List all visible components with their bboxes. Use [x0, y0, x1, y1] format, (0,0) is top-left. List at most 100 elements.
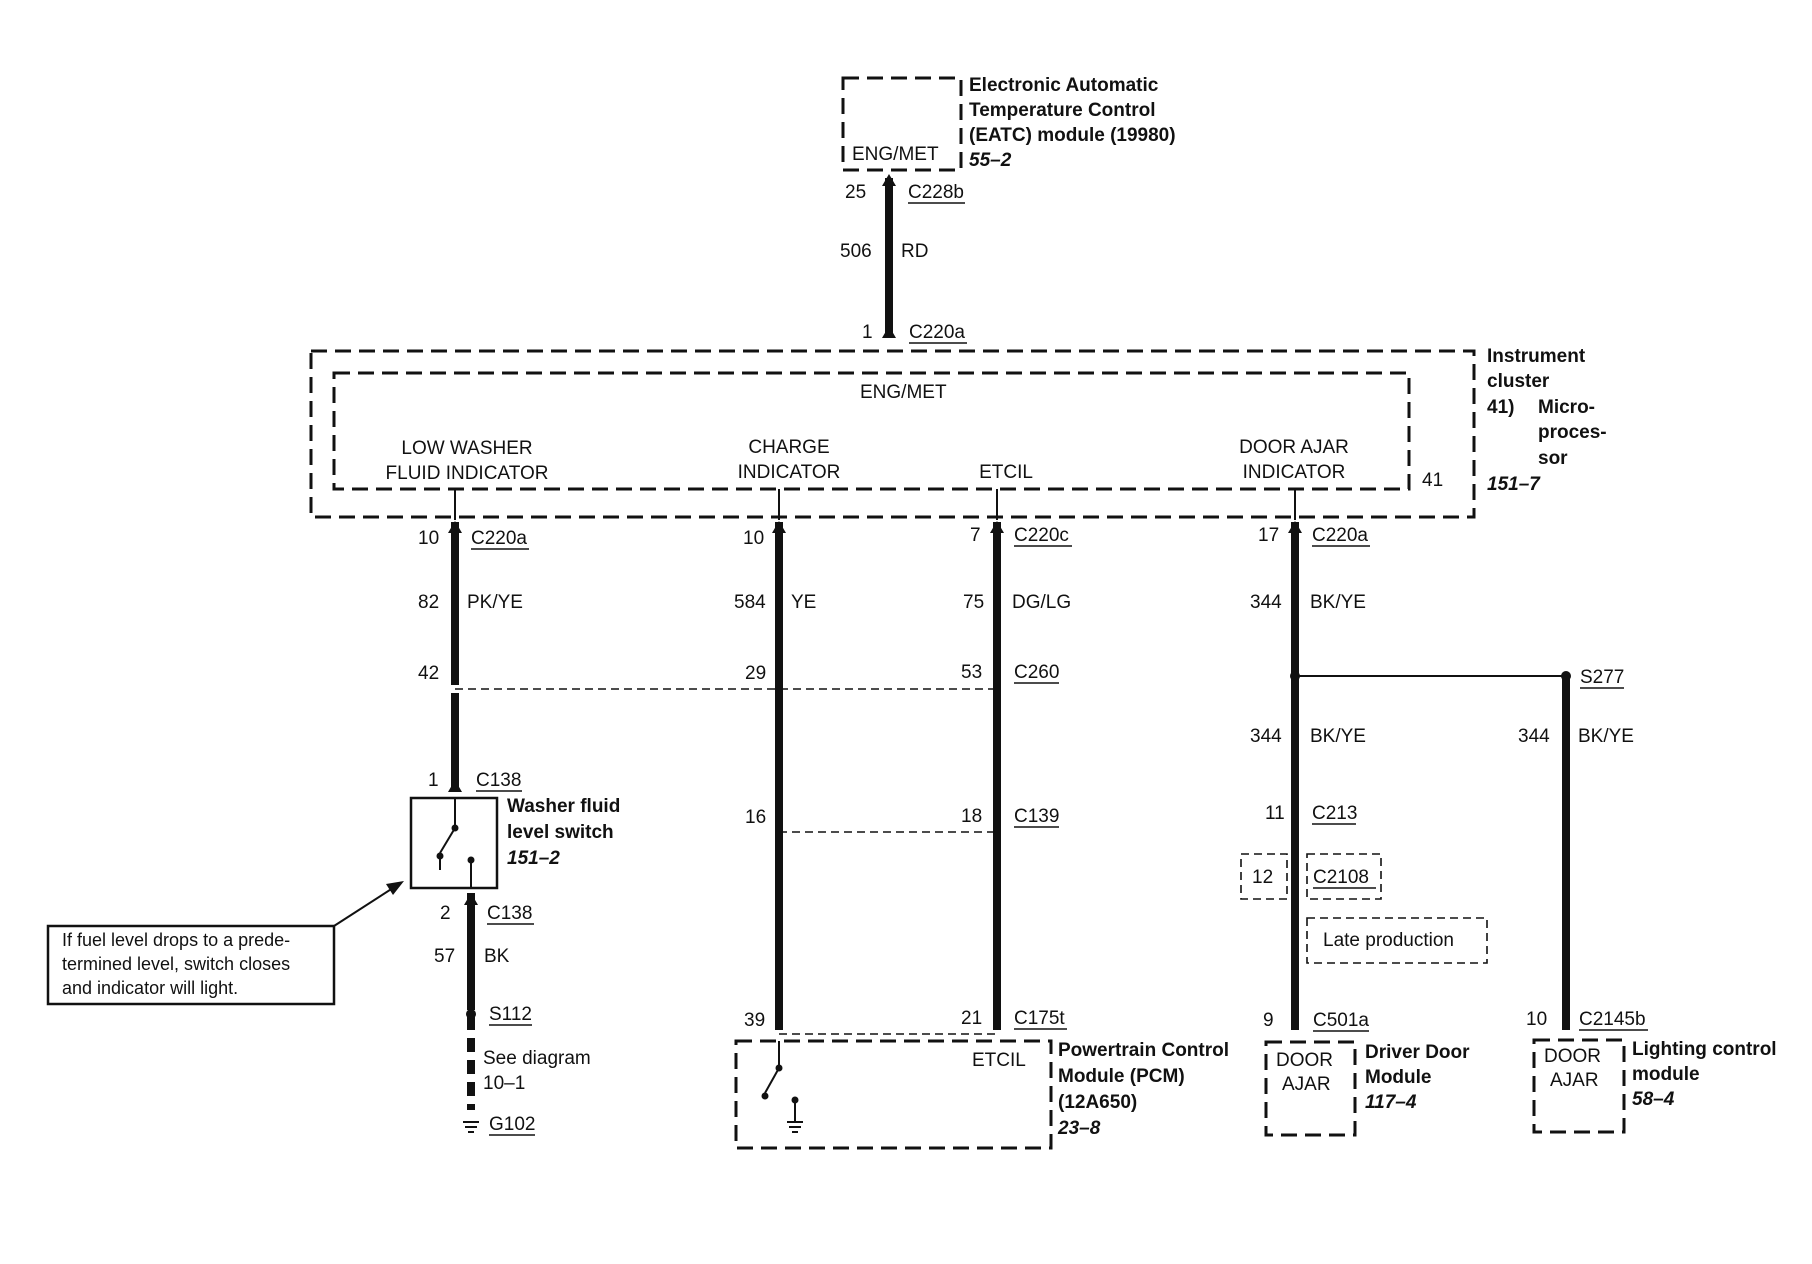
eatc-connector: C228b — [908, 182, 964, 203]
c2145b-pin: 10 — [1526, 1009, 1547, 1030]
switch-name-line1: Washer fluid — [507, 796, 620, 817]
pcm-inner-label: ETCIL — [972, 1050, 1026, 1071]
c260-label: C260 — [1014, 662, 1059, 683]
pcm-ground-icon — [787, 1121, 803, 1133]
driver-door-module: DOOR AJAR Driver Door Module 117–4 — [1264, 1040, 1470, 1137]
wire1-c260-pin: 42 — [418, 663, 439, 684]
note-line3: and indicator will light. — [62, 978, 238, 998]
ddm-name-line1: Driver Door — [1365, 1042, 1470, 1063]
charge-label-line2: INDICATOR — [738, 462, 841, 483]
ddm-inner-line1: DOOR — [1276, 1050, 1333, 1071]
instrument-cluster: ENG/MET Instrument cluster 41) Micro- pr… — [309, 346, 1607, 520]
c2108-connector: 12 C2108 — [1240, 853, 1382, 900]
late-production-label: Late production — [1323, 930, 1454, 951]
wire-82-pk-ye: 10 C220a 82 PK/YE 42 1 C138 — [418, 521, 529, 792]
cluster-name-line3: 41) — [1487, 397, 1514, 418]
ddm-page-ref: 117–4 — [1365, 1092, 1417, 1113]
pcm-module: ETCIL Powertrain Control Module (PCM) (1… — [734, 1039, 1229, 1150]
wire2-c139-pin: 16 — [745, 807, 766, 828]
ddm-inner-line2: AJAR — [1282, 1074, 1331, 1095]
wire3-circuit: 75 — [963, 592, 984, 613]
eatc-pin: 25 — [845, 182, 866, 203]
note-line1: If fuel level drops to a prede- — [62, 930, 290, 950]
eatc-name-line3: (EATC) module (19980) — [969, 125, 1176, 146]
washer-fluid-level-switch: Washer fluid level switch 151–2 — [409, 796, 620, 890]
switch-name-line2: level switch — [507, 822, 614, 843]
door-ajar-label-line1: DOOR AJAR — [1239, 437, 1349, 458]
eatc-name-line1: Electronic Automatic — [969, 75, 1159, 96]
wire4b-circuit: 344 — [1250, 726, 1282, 747]
eatc-inner-label: ENG/MET — [852, 144, 939, 165]
cluster-inner-label: ENG/MET — [860, 382, 947, 403]
switch-page-ref: 151–2 — [507, 848, 560, 869]
late-production-note: Late production — [1306, 917, 1488, 964]
cluster-name-line2: cluster — [1487, 371, 1550, 392]
eatc-wire-color: RD — [901, 241, 928, 262]
c2108-pin: 12 — [1252, 867, 1273, 888]
splice-s277: S277 — [1580, 667, 1624, 688]
etcil-label: ETCIL — [979, 462, 1033, 483]
switch-pin1: 1 — [428, 770, 439, 791]
see-diagram-line2: 10–1 — [483, 1073, 525, 1094]
lcm-inner-line1: DOOR — [1544, 1046, 1601, 1067]
switch-connector1: C138 — [476, 770, 521, 791]
door-ajar-label-line2: INDICATOR — [1243, 462, 1346, 483]
switch-pin2: 2 — [440, 903, 451, 924]
eatc-page-ref: 55–2 — [969, 150, 1012, 171]
wire2-color: YE — [791, 592, 816, 613]
wire4-connector: C220a — [1312, 525, 1368, 546]
wire3-color: DG/LG — [1012, 592, 1071, 613]
wire4c-color: BK/YE — [1578, 726, 1634, 747]
charge-label-line1: CHARGE — [748, 437, 829, 458]
wire1-pin: 10 — [418, 528, 439, 549]
lighting-control-module: DOOR AJAR Lighting control module 58–4 — [1532, 1038, 1777, 1134]
c213-pin: 11 — [1265, 803, 1285, 824]
wire4c-circuit: 344 — [1518, 726, 1550, 747]
cluster-name-line6: sor — [1538, 448, 1568, 469]
c2145b-label: C2145b — [1579, 1009, 1646, 1030]
arrow-icon — [386, 881, 404, 895]
cluster-ref-number: 41 — [1422, 470, 1443, 491]
lcm-page-ref: 58–4 — [1632, 1089, 1675, 1110]
ddm-name-line2: Module — [1365, 1067, 1432, 1088]
low-washer-label-line2: FLUID INDICATOR — [386, 463, 549, 484]
wire3-pin: 7 — [970, 525, 981, 546]
lcm-name-line2: module — [1632, 1064, 1700, 1085]
wire3-c260-pin: 53 — [961, 662, 982, 683]
c213-label: C213 — [1312, 803, 1357, 824]
c175t-label: C175t — [1014, 1008, 1065, 1029]
see-diagram-line1: See diagram — [483, 1048, 591, 1069]
wire4-color: BK/YE — [1310, 592, 1366, 613]
wire2-c175-pin: 39 — [744, 1010, 765, 1031]
lcm-name-line1: Lighting control — [1632, 1039, 1777, 1060]
eatc-name-line2: Temperature Control — [969, 100, 1156, 121]
pcm-page-ref: 23–8 — [1057, 1118, 1101, 1139]
cluster-name-line5: proces- — [1538, 422, 1607, 443]
wire57-circuit: 57 — [434, 946, 455, 967]
cluster-name-line4: Micro- — [1538, 397, 1595, 418]
note-box: If fuel level drops to a prede- termined… — [46, 881, 404, 1006]
wire-57-bk: 2 C138 57 BK S112 See diagram 10–1 G102 — [434, 893, 591, 1136]
low-washer-label-line1: LOW WASHER — [401, 438, 532, 459]
cluster-top-pin: 1 — [862, 322, 873, 343]
wire3-connector: C220c — [1014, 525, 1069, 546]
wire2-c260-pin: 29 — [745, 663, 766, 684]
wire-584-ye: 10 584 YE 29 16 39 — [734, 521, 816, 1031]
pcm-name-line3: (12A650) — [1058, 1092, 1137, 1113]
c501a-label: C501a — [1313, 1010, 1369, 1031]
wire4b-color: BK/YE — [1310, 726, 1366, 747]
ground-g102: G102 — [489, 1114, 535, 1135]
splice-s112: S112 — [489, 1004, 532, 1025]
wire2-circuit: 584 — [734, 592, 766, 613]
wire2-pin: 10 — [743, 528, 764, 549]
cluster-top-connector: C220a — [909, 322, 965, 343]
c2108-label: C2108 — [1313, 867, 1369, 888]
ground-icon — [463, 1121, 479, 1133]
eatc-module: ENG/MET Electronic Automatic Temperature… — [841, 75, 1176, 172]
wire-506-rd: 25 C228b 506 RD 1 C220a — [840, 174, 967, 344]
wire4-circuit: 344 — [1250, 592, 1282, 613]
c139-label: C139 — [1014, 806, 1059, 827]
wire1-connector: C220a — [471, 528, 527, 549]
eatc-circuit-number: 506 — [840, 241, 872, 262]
